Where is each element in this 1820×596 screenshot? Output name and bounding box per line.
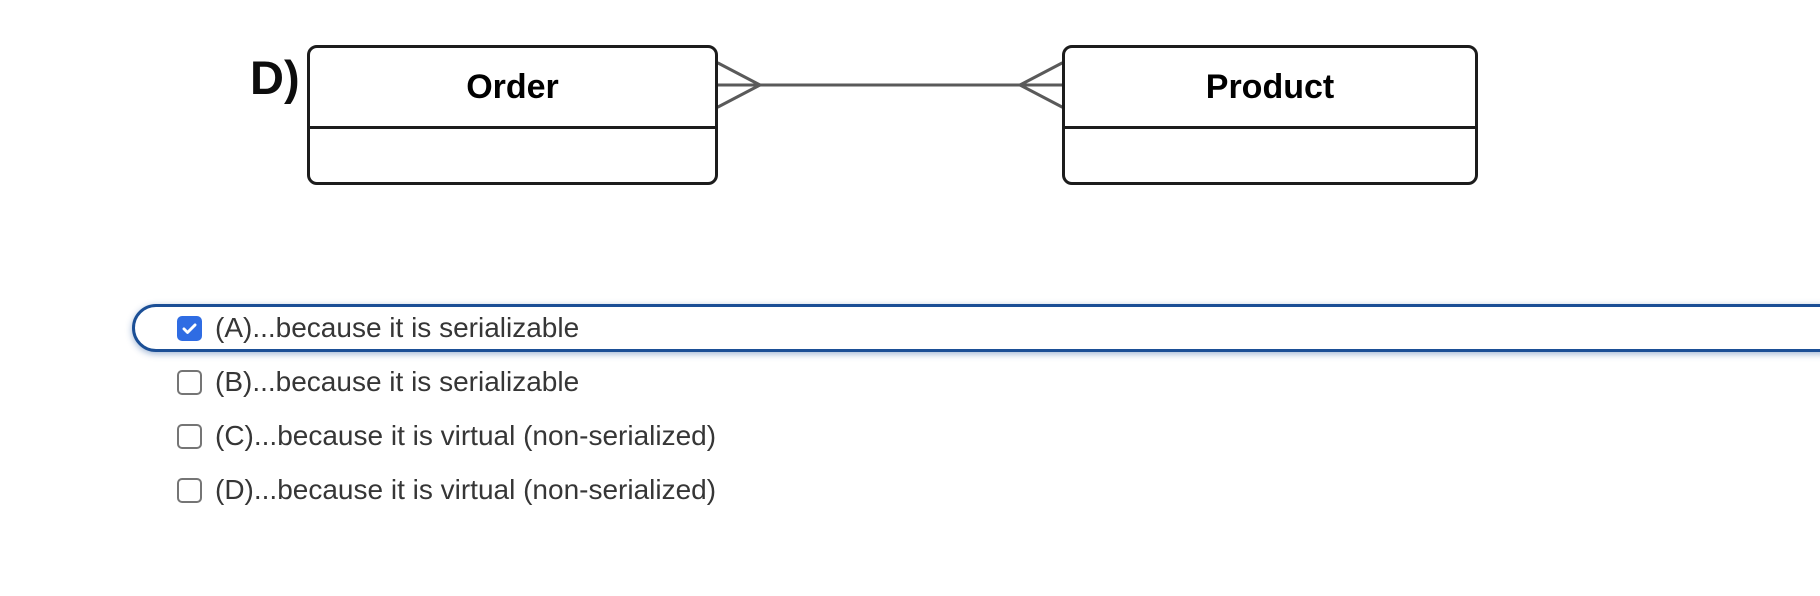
crow-foot-many-product-icon — [1018, 61, 1062, 109]
option-row-c[interactable]: (C)...because it is virtual (non-seriali… — [177, 422, 716, 450]
checkbox-option-b[interactable] — [177, 369, 202, 395]
checkmark-icon — [182, 323, 197, 334]
option-label-d: (D)...because it is virtual (non-seriali… — [215, 474, 717, 505]
entity-product: Product — [1062, 45, 1478, 185]
crow-foot-many-order-icon — [718, 61, 762, 109]
option-label-c: (C)...because it is virtual (non-seriali… — [215, 420, 717, 451]
option-label-a: (A)...because it is serializable — [215, 312, 580, 343]
option-row-a[interactable]: (A)...because it is serializable — [132, 304, 1820, 352]
checkbox-option-c[interactable] — [177, 423, 202, 449]
entity-order-title: Order — [310, 48, 715, 129]
relationship-connector — [718, 61, 1062, 109]
entity-order-attributes-section — [310, 129, 715, 182]
option-row-d[interactable]: (D)...because it is virtual (non-seriali… — [177, 476, 716, 504]
option-row-b[interactable]: (B)...because it is serializable — [177, 368, 579, 396]
entity-product-title: Product — [1065, 48, 1475, 129]
option-label-b: (B)...because it is serializable — [215, 366, 580, 397]
checkbox-option-d[interactable] — [177, 477, 202, 503]
variant-label: D) — [250, 51, 300, 104]
entity-order: Order — [307, 45, 718, 185]
checkbox-option-a[interactable] — [177, 315, 202, 341]
entity-product-attributes-section — [1065, 129, 1475, 182]
